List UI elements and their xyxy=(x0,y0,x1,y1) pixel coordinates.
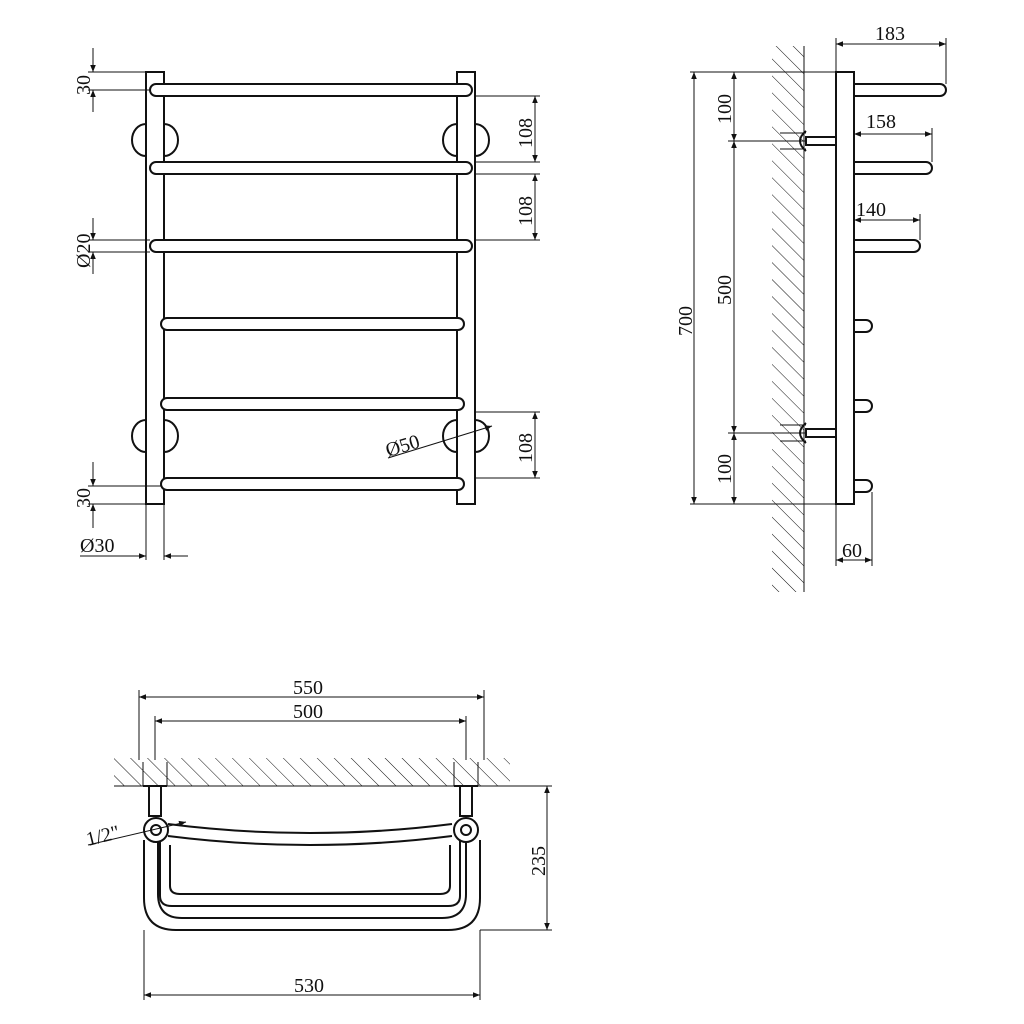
dim-depth-top: 183 xyxy=(835,23,947,84)
left-post xyxy=(145,71,165,505)
right-post xyxy=(456,71,476,505)
dim-depth-label: 235 xyxy=(528,846,550,876)
rail-2 xyxy=(149,161,473,175)
top-mount-right xyxy=(453,762,479,817)
dim-spacing-bottom-label: 108 xyxy=(515,433,537,463)
dim-depth-mid-label: 158 xyxy=(866,111,896,133)
dim-spacing-top-2: 108 xyxy=(475,173,540,241)
rail-4 xyxy=(160,317,465,331)
dim-spacing-top-1-label: 108 xyxy=(515,118,537,148)
dim-depth-low-label: 140 xyxy=(856,199,886,221)
top-curved-rail xyxy=(167,823,453,834)
rail-6 xyxy=(160,477,465,491)
rail-3 xyxy=(149,239,473,253)
dim-post-diameter-label: Ø30 xyxy=(80,535,114,557)
side-view: 700 500 100 100 183 xyxy=(675,23,947,592)
wall-mount-bottom-right xyxy=(442,419,490,453)
side-rail-4 xyxy=(854,319,873,333)
wall-mount-top-left xyxy=(131,123,179,157)
dim-depth-base: 60 xyxy=(835,492,873,566)
dim-top-mount-spacing-label: 500 xyxy=(293,701,323,723)
dim-post-diameter: Ø30 xyxy=(80,504,188,560)
dim-total-height-label: 700 xyxy=(675,306,697,336)
dim-top-gap: 30 xyxy=(73,48,150,112)
dim-depth-top-label: 183 xyxy=(875,23,905,45)
wall-hatch-top xyxy=(114,758,510,786)
dim-bottom-offset-label: 100 xyxy=(714,454,736,484)
dim-spacing-bottom: 108 xyxy=(475,411,540,479)
dim-total-height: 700 xyxy=(675,71,836,505)
dim-rail-diameter-label: Ø20 xyxy=(73,234,95,268)
top-frame-outer xyxy=(143,840,481,931)
dim-top-offset: 100 xyxy=(714,72,737,141)
dim-thread-label: 1/2" xyxy=(84,821,122,851)
dim-depth: 235 xyxy=(480,785,552,931)
dim-mount-diameter-label: Ø50 xyxy=(383,431,422,462)
side-rail-1 xyxy=(853,83,947,97)
front-view: 30 30 108 108 xyxy=(73,48,540,560)
top-view: 550 500 530 235 1/2" xyxy=(84,677,552,1000)
dim-depth-low: 140 xyxy=(854,199,921,240)
dim-spacing-top-2-label: 108 xyxy=(515,196,537,226)
top-connector-right xyxy=(453,817,479,843)
wall-mount-top-right xyxy=(442,123,490,157)
top-curved-rail-2 xyxy=(167,835,453,846)
dim-bottom-width-label: 530 xyxy=(294,975,324,997)
side-rail-2 xyxy=(854,161,933,175)
dim-overall-width-label: 550 xyxy=(293,677,323,699)
wall-hatch-side xyxy=(772,46,804,592)
top-frame-inner xyxy=(157,840,467,919)
side-rail-3 xyxy=(854,239,921,253)
top-tray-inner xyxy=(169,845,451,895)
side-rail-6 xyxy=(854,479,873,493)
rail-1 xyxy=(149,83,473,97)
dim-bottom-width: 530 xyxy=(143,930,481,1000)
dim-top-offset-label: 100 xyxy=(714,94,736,124)
dim-rail-diameter: Ø20 xyxy=(73,218,150,274)
top-connector-left xyxy=(143,817,169,843)
side-post xyxy=(835,71,855,505)
dim-top-mount-spacing: 500 xyxy=(154,701,467,760)
wall-mount-bottom-left xyxy=(131,419,179,453)
dim-overall-width: 550 xyxy=(138,677,485,760)
dim-side-mount-spacing-label: 500 xyxy=(714,275,736,305)
top-mount-left xyxy=(142,762,168,817)
dim-bottom-gap: 30 xyxy=(73,462,161,528)
side-rail-5 xyxy=(854,399,873,413)
dim-spacing-top-1: 108 xyxy=(475,95,540,163)
rail-5 xyxy=(160,397,465,411)
dim-depth-mid: 158 xyxy=(854,111,933,162)
top-tray xyxy=(159,840,461,907)
dim-bottom-gap-label: 30 xyxy=(73,488,95,508)
dim-depth-base-label: 60 xyxy=(842,540,862,562)
dim-top-gap-label: 30 xyxy=(73,75,95,95)
dim-side-mount-spacing: 500 xyxy=(714,140,806,434)
dim-bottom-offset: 100 xyxy=(714,433,737,504)
